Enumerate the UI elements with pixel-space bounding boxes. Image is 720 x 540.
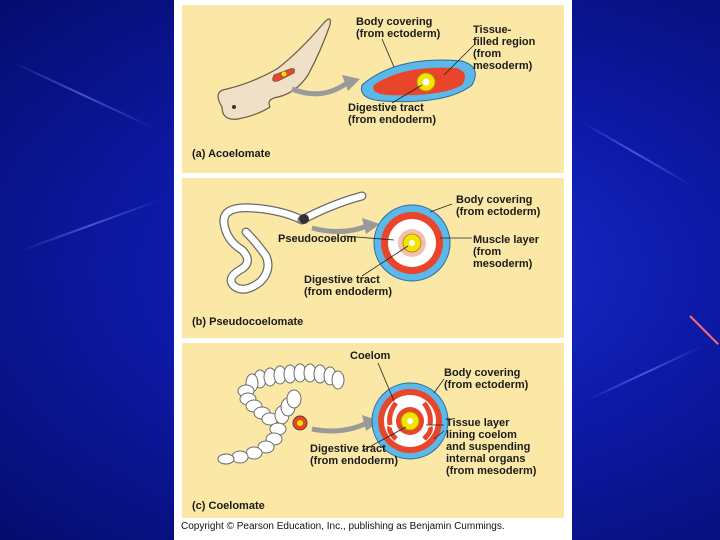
arrow-shaft [311, 420, 369, 434]
coelomate-illustration [217, 362, 449, 465]
arrow-head [362, 218, 380, 234]
panel-coelomate: Coelom Body covering (from ectoderm) Tis… [182, 343, 564, 518]
arrow-head [362, 415, 380, 431]
mesentery [387, 401, 399, 426]
background-streak [584, 345, 704, 402]
caption-acoelomate: (a) Acoelomate [192, 148, 271, 160]
roundworm-tail [298, 192, 366, 224]
mesentery [387, 425, 398, 441]
leader-line [343, 235, 395, 241]
arrow-shaft [311, 223, 368, 234]
label-body-covering: Body covering (from ectoderm) [356, 16, 441, 40]
caption-pseudocoelomate: (b) Pseudocoelomate [192, 316, 304, 328]
label-digestive-tract: Digestive tract (from endoderm) [310, 443, 398, 467]
earthworm-body [217, 363, 345, 465]
leader-line [381, 38, 395, 68]
label-muscle-layer: Muscle layer (from mesoderm) [473, 234, 540, 270]
flatworm-body [217, 18, 331, 120]
label-digestive-tract: Digestive tract (from endoderm) [348, 102, 436, 126]
acoelomate-illustration [217, 18, 476, 120]
label-pseudocoelom: Pseudocoelom [278, 233, 357, 245]
flatworm-eyespot [232, 105, 236, 109]
roundworm-body [220, 204, 306, 293]
background-streak [689, 315, 719, 345]
leader-line [377, 362, 395, 402]
mesentery [421, 401, 433, 426]
background-streak [579, 120, 694, 187]
leader-line [433, 378, 445, 394]
mesentery [422, 425, 433, 441]
gut-lumen [407, 418, 413, 424]
leader-line [391, 84, 423, 104]
arrow-shaft [291, 80, 349, 97]
flatworm-gut-dot [281, 71, 287, 77]
label-coelom: Coelom [350, 350, 391, 362]
gut-lumen [422, 78, 430, 86]
leader-line [443, 44, 475, 76]
panel-pseudocoelomate: Body covering (from ectoderm) Pseudocoel… [182, 178, 564, 338]
pseudocoelomate-illustration [219, 191, 472, 294]
leader-line [361, 426, 407, 452]
label-tissue-filled-region: Tissue- filled region (from mesoderm) [473, 24, 536, 72]
caption-coelomate: (c) Coelomate [192, 500, 265, 512]
label-body-covering: Body covering (from ectoderm) [456, 194, 541, 218]
figure-slide: Body covering (from ectoderm) Tissue- fi… [174, 0, 572, 540]
earthworm-gut-dot [297, 420, 303, 426]
label-digestive-tract: Digestive tract (from endoderm) [304, 274, 392, 298]
roundworm-cut-end [299, 214, 309, 224]
arrow-head [342, 75, 360, 91]
leader-line [429, 203, 453, 213]
copyright-notice: Copyright © Pearson Education, Inc., pub… [181, 521, 505, 532]
label-body-covering: Body covering (from ectoderm) [444, 367, 529, 391]
gut-lumen [409, 240, 415, 246]
background-streak [9, 60, 156, 130]
label-tissue-layer: Tissue layer lining coelom and suspendin… [446, 417, 537, 477]
leader-line [361, 245, 409, 277]
leader-line [433, 430, 445, 440]
background-streak [19, 198, 162, 252]
panel-acoelomate: Body covering (from ectoderm) Tissue- fi… [182, 5, 564, 173]
